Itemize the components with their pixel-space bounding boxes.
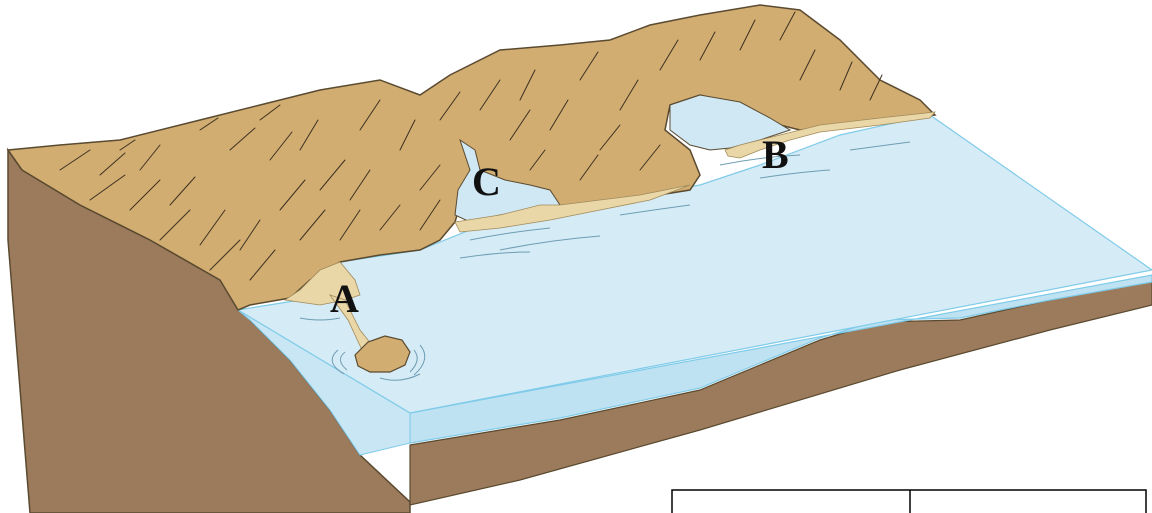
- answer-table: [672, 490, 1146, 513]
- answer-table-outline: [672, 490, 1146, 513]
- label-a: A: [330, 276, 359, 321]
- label-b: B: [762, 132, 789, 177]
- label-c: C: [472, 159, 501, 204]
